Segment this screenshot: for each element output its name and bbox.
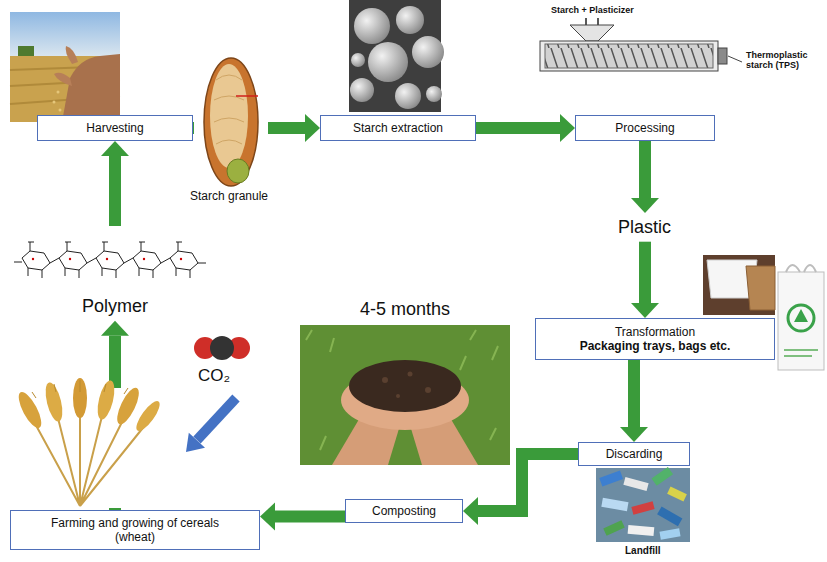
- arrow-shaft: [476, 122, 560, 134]
- arrow-head: [101, 141, 129, 156]
- caption-label: Landfill: [625, 545, 661, 557]
- arrow-head: [620, 427, 648, 442]
- wheat-illustration: [4, 378, 164, 508]
- box-text: Composting: [372, 504, 436, 518]
- process-box: Farming and growing of cereals (wheat): [10, 510, 260, 550]
- caption-label: Starch granule: [190, 190, 268, 204]
- caption-label: Thermoplastic starch (TPS): [746, 50, 822, 71]
- process-box: Composting: [345, 499, 463, 523]
- arrow-shaft: [628, 360, 640, 427]
- arrow-head: [463, 497, 478, 525]
- flow-arrow: [260, 503, 345, 531]
- process-box: TransformationPackaging trays, bags etc.: [535, 318, 775, 360]
- polymer-chain: [12, 226, 208, 294]
- process-box: Harvesting: [37, 115, 193, 141]
- caption-label: CO₂: [198, 366, 230, 386]
- process-box: Processing: [575, 115, 715, 141]
- arrow-head: [260, 503, 275, 531]
- extruder: [540, 18, 742, 71]
- arrow-head: [305, 114, 320, 142]
- arrow-head: [631, 198, 659, 213]
- edge-label: Plastic: [615, 217, 674, 238]
- box-text: Harvesting: [86, 121, 143, 135]
- caption-label: Starch + Plasticizer: [551, 5, 634, 15]
- starch-micrograph: [349, 0, 444, 112]
- landfill-photo: [596, 467, 690, 542]
- flow-arrow: [476, 114, 575, 142]
- box-text: Discarding: [606, 447, 663, 461]
- box-text: Transformation: [615, 325, 695, 339]
- process-box: Starch extraction: [320, 115, 476, 141]
- caption-label: 4-5 months: [360, 299, 450, 320]
- harvest-photo: [10, 12, 120, 122]
- edge-label: Polymer: [79, 296, 151, 317]
- box-text: Farming and growing of cereals (wheat): [40, 516, 230, 544]
- flow-arrow: [620, 360, 648, 442]
- arrow-shaft: [639, 242, 651, 303]
- box-text: Starch extraction: [353, 121, 443, 135]
- arrow-head: [101, 321, 129, 336]
- arrow-head: [560, 114, 575, 142]
- arrow-shaft: [275, 511, 345, 523]
- co2-molecule: [194, 336, 250, 360]
- arrow-head: [631, 303, 659, 318]
- process-box: Discarding: [578, 442, 690, 466]
- grain-cross-section: [194, 55, 268, 187]
- box-subtext: Packaging trays, bags etc.: [580, 339, 731, 353]
- co2-arrow: [186, 398, 236, 452]
- arrow-shaft: [639, 141, 651, 198]
- box-text: Processing: [615, 121, 674, 135]
- soil-photo: [300, 325, 510, 465]
